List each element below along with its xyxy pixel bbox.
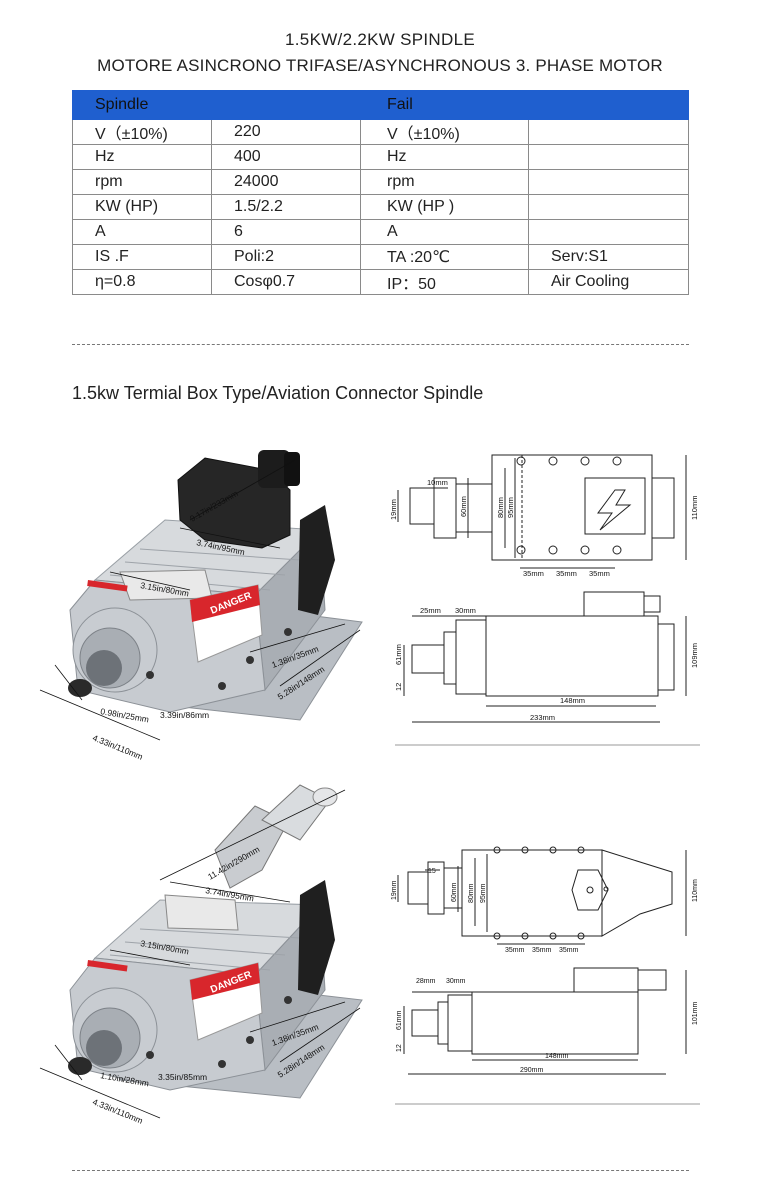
dim-label: 19mm: [391, 880, 398, 900]
table-cell: rpm: [72, 169, 212, 195]
dim-label: 19mm: [389, 499, 398, 520]
table-cell: Poli:2: [211, 244, 361, 270]
dim-label: 10mm: [427, 478, 448, 487]
dim-label: 3.35in/85mm: [158, 1072, 207, 1082]
table-cell: KW (HP): [72, 194, 212, 220]
table-cell: Air Cooling: [528, 269, 689, 295]
dim-label: 12: [394, 683, 403, 691]
table-cell: V（±10%): [360, 119, 529, 145]
table-cell: 6: [211, 219, 361, 245]
dim-label: 4.33in/110mm: [91, 1097, 144, 1126]
page-subtitle: MOTORE ASINCRONO TRIFASE/ASYNCHRONOUS 3.…: [97, 56, 663, 75]
dim-label: 12: [396, 1044, 403, 1052]
table-row: A 6 A: [72, 219, 689, 245]
table-row: Hz 400 Hz: [72, 144, 689, 170]
dim-label: 61mm: [394, 644, 403, 665]
dim-label: 3.39in/86mm: [160, 710, 209, 720]
table-row: η=0.8 Cosφ0.7 IP：50 Air Cooling: [72, 269, 689, 295]
spindle-photo-terminal-box: DANGER 9.17in/233mm 3.74in/95mm 3.15in/8…: [39, 450, 363, 762]
dim-label: 35mm: [559, 947, 579, 954]
dim-label: 25mm: [420, 606, 441, 615]
dashed-divider: [72, 1170, 689, 1171]
dim-label: 61mm: [396, 1010, 403, 1030]
table-cell: A: [360, 219, 529, 245]
spindle-photo-aviation-connector: DANGER 11.42in/290mm 3.74in/95mm 3.15in/…: [39, 784, 363, 1126]
dim-label: 0.98in/25mm: [100, 706, 150, 724]
table-cell: η=0.8: [72, 269, 212, 295]
dim-label: 233mm: [530, 713, 555, 722]
dim-label: 110mm: [692, 879, 699, 902]
table-header-cell: [211, 90, 361, 120]
dim-label: 101mm: [692, 1001, 699, 1025]
dashed-divider: [72, 344, 689, 345]
table-cell: V（±10%): [72, 119, 212, 145]
dim-label: 148mm: [545, 1053, 569, 1060]
drawing-aviation-top-view: [397, 846, 687, 945]
dim-label: 290mm: [520, 1067, 544, 1074]
drawing-aviation-side-view: [403, 967, 687, 1075]
dim-label: 148mm: [560, 696, 585, 705]
drawing-terminal-side-view: [403, 591, 687, 723]
dim-label: 15: [428, 868, 436, 875]
table-header-cell: Fail: [360, 90, 529, 120]
table-cell: A: [72, 219, 212, 245]
table-cell: 400: [211, 144, 361, 170]
dim-label: 60mm: [451, 882, 458, 902]
dim-label: 110mm: [690, 496, 699, 520]
drawing-terminal-top-view: [397, 454, 687, 569]
table-row: KW (HP) 1.5/2.2 KW (HP ): [72, 194, 689, 220]
table-cell: [528, 119, 689, 145]
spec-table: Spindle Fail V（±10%) 220 V（±10%) Hz 400 …: [72, 90, 689, 295]
dim-label: 60mm: [459, 496, 468, 517]
table-cell: 1.5/2.2: [211, 194, 361, 220]
dim-label: 35mm: [589, 569, 610, 578]
dim-label: 30mm: [455, 606, 476, 615]
page-title: 1.5KW/2.2KW SPINDLE: [285, 30, 475, 49]
dim-label: 4.33in/110mm: [91, 733, 144, 762]
table-cell: [528, 169, 689, 195]
table-row: IS .F Poli:2 TA :20℃ Serv:S1: [72, 244, 689, 270]
table-row: V（±10%) 220 V（±10%): [72, 119, 689, 145]
table-header-cell: Spindle: [72, 90, 212, 120]
dim-label: 35mm: [523, 569, 544, 578]
table-header-cell: [528, 90, 689, 120]
dim-label: 35mm: [556, 569, 577, 578]
table-cell: IS .F: [72, 244, 212, 270]
dim-label: 28mm: [416, 978, 436, 985]
dim-label: 35mm: [532, 947, 552, 954]
table-cell: 220: [211, 119, 361, 145]
table-cell: [528, 194, 689, 220]
dim-label: 95mm: [506, 497, 515, 518]
dim-label: 80mm: [496, 497, 505, 518]
dim-label: 109mm: [690, 643, 699, 668]
dim-label: 35mm: [505, 947, 525, 954]
table-header-row: Spindle Fail: [72, 90, 689, 120]
dim-label: 95mm: [480, 883, 487, 903]
table-cell: IP：50: [360, 269, 529, 295]
section-title: 1.5kw Termial Box Type/Aviation Connecto…: [72, 383, 484, 403]
dim-label: 80mm: [468, 883, 475, 903]
dim-label: 30mm: [446, 978, 466, 985]
